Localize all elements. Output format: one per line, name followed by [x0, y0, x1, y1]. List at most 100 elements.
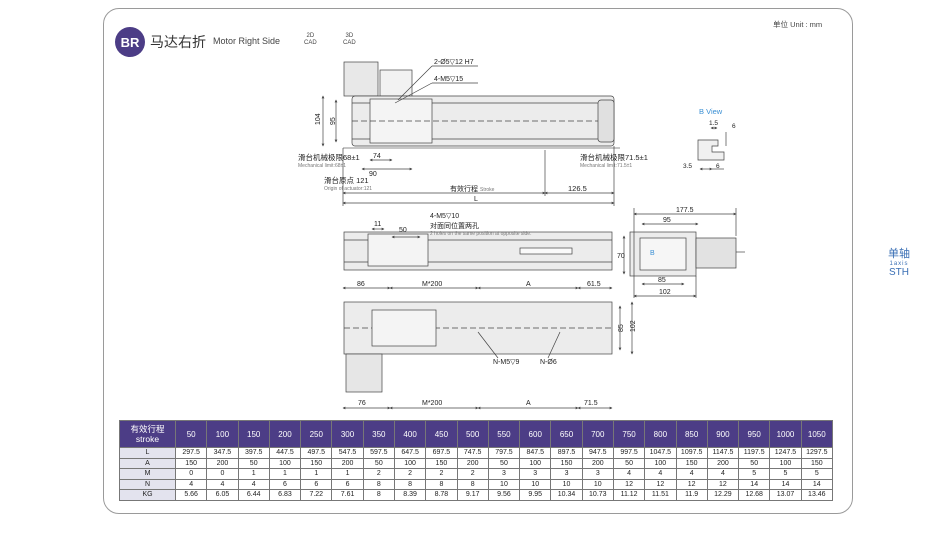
table-cell: 11.51: [644, 489, 677, 501]
stroke-value-header: 750: [612, 420, 646, 448]
table-cell: 7.61: [331, 489, 364, 501]
table-cell: 100: [644, 457, 677, 469]
table-cell: 6: [300, 478, 333, 490]
stroke-label-en: Stroke: [480, 187, 495, 193]
stroke-header-en: stroke: [135, 434, 160, 444]
table-cell: 1097.5: [675, 447, 708, 459]
table-cell: 14: [800, 478, 834, 490]
stroke-value-header: 350: [362, 420, 395, 448]
table-cell: 497.5: [300, 447, 333, 459]
table-cell: 1247.5: [769, 447, 802, 459]
table-cell: 5.66: [174, 489, 208, 501]
dim-71-5: 71.5: [584, 400, 598, 407]
table-cell: 0: [174, 468, 208, 480]
table-cell: 200: [581, 457, 614, 469]
table-cell: 10: [581, 478, 614, 490]
table-cell: 9.56: [487, 489, 521, 501]
stroke-value-header: 650: [550, 420, 583, 448]
table-cell: 2: [456, 468, 489, 480]
table-cell: 847.5: [519, 447, 552, 459]
dim-m200-bottom: M*200: [422, 400, 442, 407]
mech-limit-right-en: Mechanical limit:71.5±1: [580, 163, 632, 169]
table-cell: 6: [331, 478, 364, 490]
table-cell: 997.5: [612, 447, 646, 459]
table-cell: 200: [706, 457, 740, 469]
dim-m200-top: M*200: [422, 281, 442, 288]
table-cell: 9.95: [519, 489, 552, 501]
table-cell: 10: [550, 478, 583, 490]
row-label: M: [119, 468, 176, 480]
table-cell: 9.17: [456, 489, 489, 501]
table-cell: 547.5: [331, 447, 364, 459]
table-cell: 8.78: [425, 489, 458, 501]
stroke-value-header: 500: [456, 420, 489, 448]
cad-3d-line1: 3D: [345, 33, 354, 39]
table-cell: 150: [550, 457, 583, 469]
hole-spec-n-m5: N-M5▽9: [493, 359, 519, 366]
side-label-axis: 1axis: [889, 261, 909, 267]
b-view-marker: B: [650, 250, 655, 257]
table-cell: 10.73: [581, 489, 614, 501]
dim-76: 76: [358, 400, 366, 407]
dim-61-5: 61.5: [587, 281, 601, 288]
table-cell: 3: [550, 468, 583, 480]
dim-A-bottom: A: [526, 400, 531, 407]
table-cell: 0: [206, 468, 239, 480]
table-cell: 13.46: [800, 489, 834, 501]
title-english: Motor Right Side: [213, 36, 281, 46]
motor-bottom-view: [345, 353, 383, 393]
table-cell: 11.9: [675, 489, 708, 501]
table-cell: 4: [237, 478, 270, 490]
table-cell: 100: [268, 457, 302, 469]
table-cell: 11.12: [612, 489, 646, 501]
table-cell: 12: [612, 478, 646, 490]
table-cell: 347.5: [206, 447, 239, 459]
table-cell: 12.29: [706, 489, 740, 501]
table-cell: 1297.5: [800, 447, 834, 459]
table-cell: 947.5: [581, 447, 614, 459]
table-cell: 697.5: [425, 447, 458, 459]
table-cell: 3: [487, 468, 521, 480]
table-cell: 7.22: [300, 489, 333, 501]
stroke-value-header: 100: [206, 420, 239, 448]
cad-3d-link[interactable]: 3D CAD: [343, 33, 356, 47]
table-cell: 597.5: [362, 447, 395, 459]
table-cell: 12.68: [738, 489, 771, 501]
table-cell: 1: [237, 468, 270, 480]
table-cell: 8.39: [393, 489, 427, 501]
b-view-6-bottom: 6: [716, 163, 720, 170]
table-cell: 50: [487, 457, 521, 469]
cad-2d-link[interactable]: 2D CAD: [304, 33, 317, 47]
dim-85-bottom: 85: [618, 324, 625, 332]
table-cell: 12: [706, 478, 740, 490]
table-cell: 100: [519, 457, 552, 469]
motor-top-view: [343, 61, 379, 97]
side-hole-en: 2 holes on the same position at opposite…: [430, 231, 531, 237]
cad-3d-line2: CAD: [343, 40, 356, 46]
table-cell: 8: [362, 489, 395, 501]
table-cell: 4: [174, 478, 208, 490]
stroke-value-header: 950: [738, 420, 771, 448]
motor-coupler-top: [379, 69, 413, 97]
table-cell: 2: [393, 468, 427, 480]
dim-74: 74: [373, 153, 381, 160]
table-cell: 14: [738, 478, 771, 490]
row-label: N: [119, 478, 176, 490]
table-cell: 4: [675, 468, 708, 480]
table-cell: 6: [268, 478, 302, 490]
table-cell: 6.05: [206, 489, 239, 501]
table-cell: 3: [581, 468, 614, 480]
table-cell: 8: [362, 478, 395, 490]
table-cell: 150: [174, 457, 208, 469]
b-view-1-5: 1.5: [709, 120, 718, 127]
title-chinese: 马达右折: [150, 34, 206, 50]
table-cell: 397.5: [237, 447, 270, 459]
slider-bottom: [371, 309, 437, 347]
stroke-header-cn: 有效行程: [130, 424, 165, 434]
table-cell: 150: [800, 457, 834, 469]
table-cell: 8: [425, 478, 458, 490]
side-category-label: 单轴 1axis STH: [888, 245, 910, 278]
b-view-profile: [697, 139, 725, 161]
